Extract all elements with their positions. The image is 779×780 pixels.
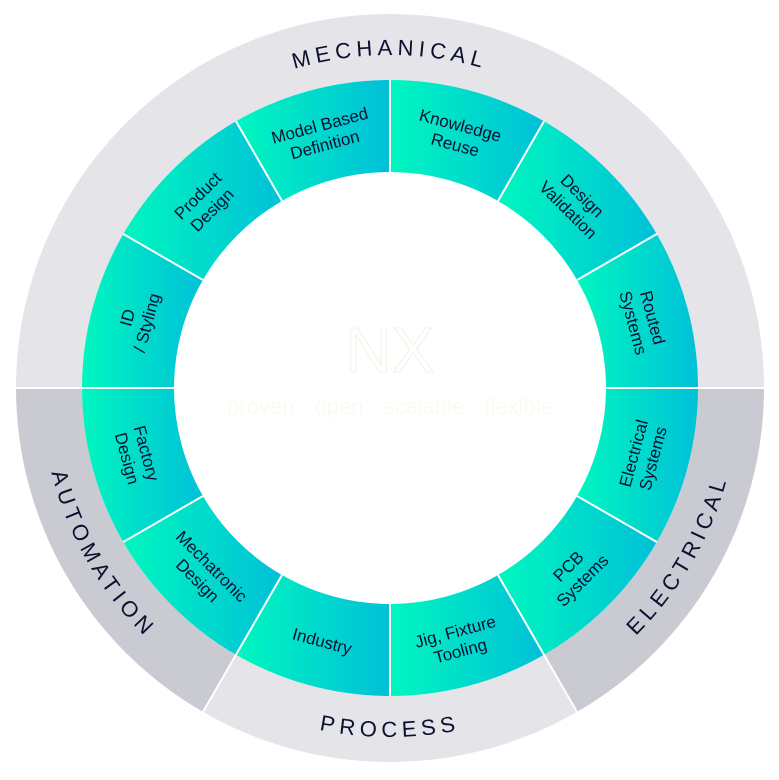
segment-divider xyxy=(497,120,545,202)
tagline-word: scalable xyxy=(384,394,465,419)
center-tagline: proven open scalable flexible xyxy=(227,394,553,419)
segment-factory-design xyxy=(82,388,203,542)
segment-design-validation xyxy=(498,121,657,280)
category-band-mechanical xyxy=(16,14,764,388)
segment-divider xyxy=(497,574,578,713)
nx-logo: NX xyxy=(346,314,435,386)
segment-divider xyxy=(235,120,283,202)
segment-routed-systems xyxy=(577,234,698,388)
capability-label-text: ElectricalSystems xyxy=(616,418,672,495)
segment-industry xyxy=(236,575,390,696)
segment-divider xyxy=(202,574,283,713)
center-logo-area: NX proven open scalable flexible xyxy=(227,314,553,420)
capability-ring xyxy=(82,80,698,696)
category-band-process xyxy=(203,654,577,762)
segment-mechatronic-design xyxy=(123,496,282,655)
segment-divider xyxy=(576,233,658,281)
segment-divider xyxy=(122,495,204,543)
segment-dividers xyxy=(16,80,764,713)
segment-jig-fixture-tooling xyxy=(390,575,544,696)
segment-id-styling xyxy=(82,234,203,388)
category-band-electrical xyxy=(544,388,764,712)
category-ring xyxy=(16,14,764,762)
segment-divider xyxy=(122,233,204,281)
segment-electrical-systems xyxy=(577,388,698,542)
segment-product-design xyxy=(123,121,282,280)
capability-label-line: ID xyxy=(116,307,139,328)
tagline-word: open xyxy=(315,394,364,419)
tagline-word: flexible xyxy=(484,394,552,419)
tagline-word: proven xyxy=(227,394,294,419)
capability-label: ElectricalSystems xyxy=(616,418,672,495)
segment-divider xyxy=(576,495,658,543)
segment-model-based-definition xyxy=(236,80,390,201)
category-band-automation xyxy=(16,388,236,712)
segment-knowledge-reuse xyxy=(390,80,544,201)
segment-pcb-systems xyxy=(498,496,657,655)
